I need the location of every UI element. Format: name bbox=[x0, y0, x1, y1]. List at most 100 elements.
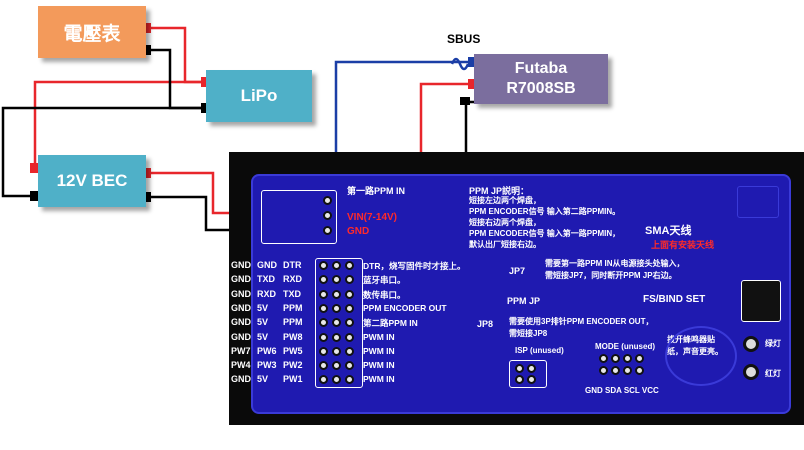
pin-label: 5V bbox=[257, 374, 269, 385]
header-pin bbox=[345, 332, 354, 342]
header-pin bbox=[332, 346, 341, 356]
voltmeter-label: 電壓表 bbox=[63, 23, 121, 45]
header-pin bbox=[332, 261, 341, 270]
header-pin bbox=[332, 275, 341, 285]
header-pin bbox=[319, 361, 328, 371]
pin-label: DTR bbox=[283, 260, 302, 270]
header-pin bbox=[319, 303, 328, 313]
pin-function-label: 第二路PPM IN bbox=[363, 318, 418, 329]
mode-pin bbox=[611, 354, 620, 363]
header-pin bbox=[332, 318, 341, 328]
header-pin bbox=[319, 289, 328, 299]
wire-voltmeter-positive bbox=[146, 26, 206, 84]
pin-label: PW2 bbox=[283, 360, 303, 371]
pin-label: GND bbox=[231, 274, 251, 285]
wire-voltmeter-negative bbox=[146, 48, 206, 110]
pin-label: PW6 bbox=[257, 345, 277, 356]
ppm-jp-line-4: PPM ENCODER信号 输入第一路PPMIN， bbox=[469, 229, 621, 238]
isp-pin bbox=[527, 364, 536, 373]
voltmeter-box: 電壓表 bbox=[38, 6, 146, 58]
fs-bind-button-frame bbox=[741, 280, 781, 322]
pin-function-label: PWM IN bbox=[363, 331, 395, 342]
pin-function-label: 蓝牙串口。 bbox=[363, 275, 406, 286]
header-pin bbox=[319, 261, 328, 270]
pin-label: PW4 bbox=[231, 360, 251, 371]
power-pin bbox=[323, 196, 332, 205]
gnd-label: GND bbox=[347, 226, 370, 237]
receiver-model: R7008SB bbox=[506, 80, 576, 97]
header-pin bbox=[319, 346, 328, 356]
header-pin bbox=[332, 361, 341, 371]
bec-box: 12V BEC bbox=[38, 155, 146, 207]
header-pin bbox=[319, 275, 328, 285]
mode-pin bbox=[635, 354, 644, 363]
header-pin bbox=[332, 303, 341, 313]
pin-label: RXD bbox=[257, 288, 277, 299]
pin-label: GND bbox=[231, 317, 251, 328]
mode-pin bbox=[599, 354, 608, 363]
mode-pin bbox=[599, 366, 608, 375]
fs-bind-label: FS/BIND SET bbox=[643, 294, 706, 305]
header-pin bbox=[332, 375, 341, 385]
mode-pin bbox=[635, 366, 644, 375]
header-pin bbox=[319, 318, 328, 328]
pcb: 第一路PPM IN VIN(7-14V) GND PPM JP説明： 短接左边两… bbox=[231, 174, 791, 414]
pin-label: TXD bbox=[257, 274, 275, 285]
pin-label: TXD bbox=[283, 288, 301, 299]
pin-label: PW5 bbox=[283, 345, 303, 356]
mode-pin bbox=[623, 354, 632, 363]
pin-label: GND bbox=[231, 374, 251, 385]
ppm-jp-line-5: 默认出厂短接右边。 bbox=[469, 240, 541, 249]
jp8-note-1: 需要使用3P排针PPM ENCODER OUT， bbox=[509, 317, 654, 326]
ppm-jp-label: PPM JP bbox=[507, 296, 541, 306]
pin-label: GND bbox=[231, 260, 251, 270]
board-photo: 第一路PPM IN VIN(7-14V) GND PPM JP説明： 短接左边两… bbox=[229, 152, 804, 425]
buzzer-outline bbox=[665, 326, 737, 386]
green-led-label: 绿灯 bbox=[765, 339, 781, 348]
pin-label: 5V bbox=[257, 317, 269, 328]
header-pin bbox=[319, 332, 328, 342]
jp7-note-2: 需短接JP7，同时断开PPM JP右边。 bbox=[545, 271, 677, 280]
pin-label: PW7 bbox=[231, 345, 251, 356]
power-pin bbox=[323, 226, 332, 235]
jp7-label: JP7 bbox=[509, 266, 526, 276]
pin-function-label: PWM IN bbox=[363, 345, 395, 356]
ppm-in-title: 第一路PPM IN bbox=[347, 186, 406, 196]
jp8-note-2: 需短接JP8 bbox=[509, 329, 548, 338]
pin-label: GND bbox=[231, 331, 251, 342]
pin-label: PPM bbox=[283, 302, 303, 313]
header-pin bbox=[345, 289, 354, 299]
power-pin bbox=[323, 211, 332, 220]
jp7-note-1: 需要第一路PPM IN从电源接头处输入， bbox=[545, 259, 685, 268]
isp-header-frame bbox=[509, 360, 547, 388]
sbus-label: SBUS bbox=[447, 32, 481, 46]
sma-note: 上面有安装天线 bbox=[651, 240, 715, 250]
header-pin bbox=[345, 261, 354, 270]
header-pin bbox=[345, 361, 354, 371]
isp-pin bbox=[527, 375, 536, 384]
lipo-label: LiPo bbox=[240, 86, 278, 105]
header-pin bbox=[345, 303, 354, 313]
pin-function-label: DTR，烧写固件时才接上。 bbox=[363, 261, 466, 271]
pin-label: GND bbox=[231, 288, 251, 299]
pin-label: GND bbox=[231, 302, 251, 313]
header-pin bbox=[345, 375, 354, 385]
red-led bbox=[743, 364, 759, 380]
ppm-jp-line-2: PPM ENCODER信号 输入第二路PPMIN。 bbox=[469, 207, 621, 216]
mode-pin bbox=[623, 366, 632, 375]
receiver-box: Futaba R7008SB bbox=[474, 54, 608, 104]
isp-label: ISP (unused) bbox=[515, 346, 564, 355]
sbus-squiggle bbox=[450, 57, 470, 71]
power-header-frame bbox=[261, 190, 337, 244]
isp-pin bbox=[515, 364, 524, 373]
pin-label: PPM bbox=[283, 317, 303, 328]
red-led-label: 红灯 bbox=[765, 369, 781, 378]
header-pin bbox=[332, 289, 341, 299]
pin-label: GND bbox=[257, 260, 277, 270]
isp-pin bbox=[515, 375, 524, 384]
pin-label: PW3 bbox=[257, 360, 277, 371]
pin-label: PW8 bbox=[283, 331, 303, 342]
main-header-frame bbox=[315, 258, 363, 388]
header-pin bbox=[345, 318, 354, 328]
lipo-box: LiPo bbox=[206, 70, 312, 122]
